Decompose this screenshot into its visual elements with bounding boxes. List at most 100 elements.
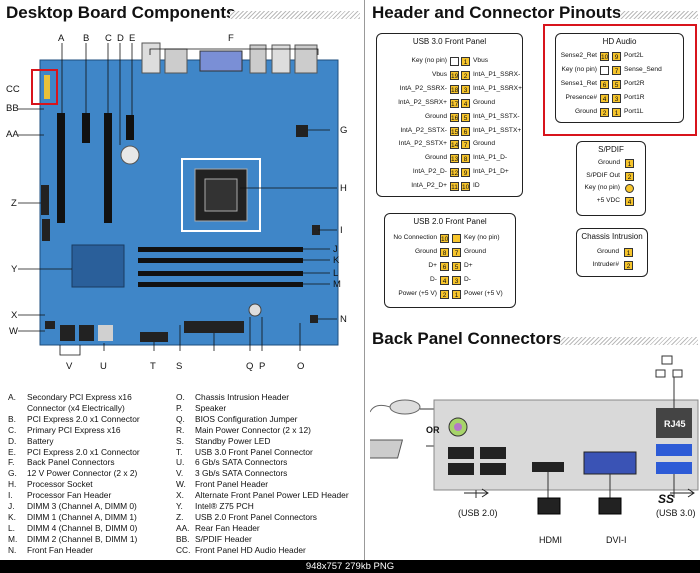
usb3-pin: 18 (450, 84, 459, 94)
desktop-board-title: Desktop Board Components (6, 3, 236, 22)
hda-right-label: Port1R (624, 94, 645, 101)
superspeed-label: SS (658, 492, 675, 506)
usb2-pin: 6 (440, 262, 449, 271)
usb3-right-label: ID (473, 182, 480, 190)
legend-text: BIOS Configuration Jumper (195, 413, 298, 424)
legend-key: B. (8, 413, 16, 424)
hda-left-label: Sense2_Ret (560, 52, 597, 59)
usb3-pin: 6 (461, 126, 470, 136)
legend-row: S.Standby Power LED (176, 436, 349, 447)
legend-key: F. (8, 457, 15, 468)
chassis-label: Intruder# (592, 261, 619, 268)
usb3-icon (670, 488, 695, 498)
label-p: P (259, 361, 266, 372)
legend-key: E. (8, 446, 16, 457)
back-panel-hatch (560, 337, 698, 345)
legend-row: O.Chassis Intrusion Header (176, 392, 349, 403)
legend-text: Chassis Intrusion Header (195, 392, 290, 402)
chassis-intrusion-box: Chassis Intrusion (576, 228, 648, 277)
spdif-pin (625, 184, 634, 193)
legend-text: Front Fan Header (27, 544, 94, 555)
hda-pin: 7 (612, 66, 621, 75)
hdmi-label: HDMI (539, 535, 562, 545)
pinouts-title: Header and Connector Pinouts (372, 3, 622, 22)
legend-key: V. (176, 468, 184, 479)
usb3-port-2 (656, 462, 692, 474)
spdif-pin: 1 (625, 159, 634, 168)
legend-row: T.USB 3.0 Front Panel Connector (176, 447, 349, 458)
battery (120, 145, 140, 165)
hda-pin: 1 (612, 108, 621, 117)
legend-text: Alternate Front Panel Power LED Header (195, 490, 349, 501)
spdif-label: Ground (598, 159, 620, 166)
legend-key: BB. (176, 533, 190, 544)
legend-key: Z. (176, 511, 184, 522)
label-a: A (58, 33, 65, 44)
hda-left-label: Key (no pin) (561, 66, 597, 73)
legend-key: CC. (176, 544, 191, 555)
legend-text: DIMM 4 (Channel B, DIMM 0) (27, 522, 138, 533)
pinouts-hatch (620, 11, 698, 19)
legend-key: U. (176, 457, 185, 468)
usb3-pin: 8 (461, 154, 470, 164)
legend-row: AA.Rear Fan Header (176, 523, 349, 534)
legend-key: P. (176, 402, 183, 413)
spdif-box: S/PDIF (576, 141, 646, 216)
usb3-pin: 11 (450, 182, 459, 192)
legend-row: K.DIMM 1 (Channel A, DIMM 1) (8, 512, 140, 523)
legend-key: Q. (176, 413, 185, 424)
hda-right-label: Port1L (624, 108, 644, 115)
usb3-pin: 9 (461, 168, 470, 178)
hda-pin (600, 66, 609, 75)
or-label: OR (426, 425, 440, 435)
label-v: V (66, 361, 73, 372)
legend-key: Y. (176, 501, 183, 512)
spdif-pin: 4 (625, 196, 634, 206)
label-c: C (105, 33, 112, 44)
usb3-left-label: IntA_P2_D- (412, 168, 447, 176)
usb2-left-label: D+ (428, 262, 437, 269)
usb3-right-label: IntA_P1_D+ (473, 168, 509, 176)
dvi-port (583, 451, 637, 475)
legend-text: 3 Gb/s SATA Connectors (195, 468, 288, 479)
legend-key: A. (8, 392, 16, 402)
usb2-pin: 7 (452, 248, 461, 257)
chassis-label: Ground (597, 248, 619, 255)
legend-key: D. (8, 435, 17, 446)
legend-row: B. PCI Express 2.0 x1 Connector (8, 414, 140, 425)
spdif-label: S/PDIF Out (586, 171, 620, 179)
legend-text: Processor Fan Header (27, 490, 112, 501)
usb3-label: (USB 3.0) (656, 508, 696, 518)
label-i: I (340, 225, 343, 236)
usb2-pin: 5 (452, 262, 461, 271)
legend-text: Front Panel Header (195, 479, 269, 490)
legend-text: Main Power Connector (2 x 12) (195, 424, 311, 435)
label-e: E (129, 33, 136, 44)
image-info-footer: 948x757 279kb PNG (0, 560, 700, 573)
legend-row: E.PCI Express 2.0 x1 Connector (8, 447, 140, 458)
usb3-left-label: Key (no pin) (411, 57, 447, 64)
legend-row: A.Secondary PCI Express x16 (8, 392, 140, 403)
rj45-port (656, 408, 692, 438)
hda-left-label: Presence# (565, 94, 597, 101)
usb3-left-label: IntA_P2_SSTX+ (398, 140, 447, 148)
legend-text: Standby Power LED (195, 435, 271, 446)
legend-text: PCI Express 2.0 x1 Connector (27, 413, 140, 424)
usb2-pin: 3 (452, 276, 461, 285)
legend-key: N. (8, 544, 17, 555)
legend-row: CC.Front Panel HD Audio Header (176, 545, 349, 556)
usb2-port-4 (480, 463, 506, 475)
usb2-right-label: Ground (464, 248, 486, 255)
hda-pin: 4 (600, 94, 609, 103)
legend-row: Connector (x4 Electrically) (8, 403, 140, 414)
label-w: W (9, 326, 18, 337)
usb3-pin: 4 (461, 98, 470, 108)
label-l: L (333, 268, 339, 279)
usb3-left-label: IntA_P2_SSRX+ (398, 98, 447, 106)
usb3-left-label: Ground (425, 112, 447, 120)
legend-row: Z.USB 2.0 Front Panel Connectors (176, 512, 349, 523)
usb3-front-panel-box: USB 3.0 Front Panel (376, 33, 523, 197)
usb3-right-label: Ground (473, 140, 495, 148)
legend-text: Intel® Z75 PCH (195, 501, 254, 512)
legend-key: AA. (176, 522, 190, 533)
